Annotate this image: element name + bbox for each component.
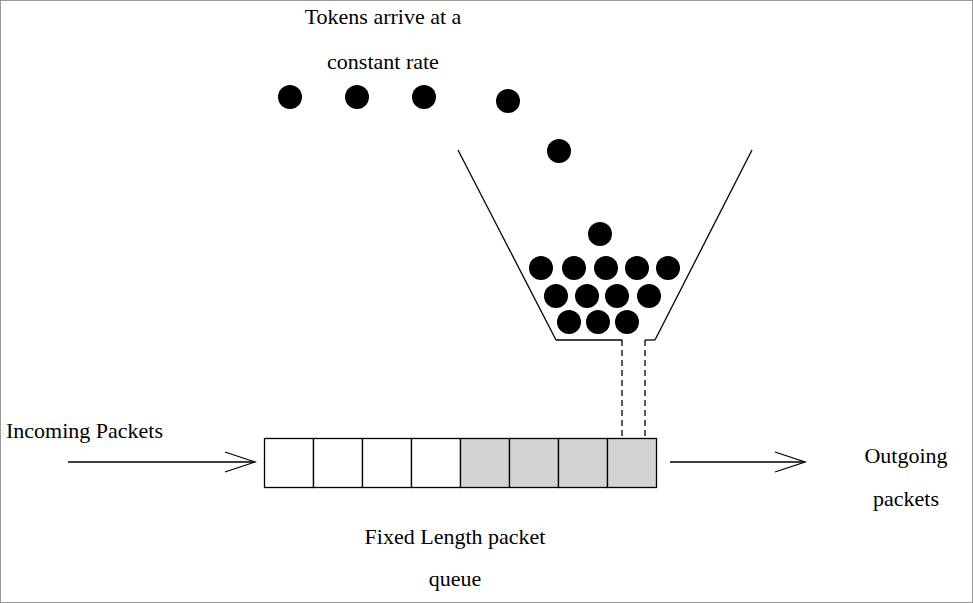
falling-tokens [278, 85, 571, 163]
queue-cell [265, 439, 314, 488]
queue-cell [363, 439, 412, 488]
token [345, 85, 369, 109]
token [656, 256, 680, 280]
token [529, 256, 553, 280]
token [544, 284, 568, 308]
token [588, 222, 612, 246]
token [615, 310, 639, 334]
queue-cell [314, 439, 363, 488]
token [547, 139, 571, 163]
flow-arrows [68, 452, 805, 472]
token [605, 284, 629, 308]
token [586, 310, 610, 334]
queue-cell [510, 439, 559, 488]
token [496, 89, 520, 113]
token [637, 284, 661, 308]
token [278, 85, 302, 109]
input-label: Incoming Packets [6, 416, 226, 446]
queue-cell [608, 439, 657, 488]
queue-cell [461, 439, 510, 488]
bucket-tokens [529, 222, 680, 334]
token [594, 256, 618, 280]
token [412, 85, 436, 109]
queue-cell [559, 439, 608, 488]
queue-cell [412, 439, 461, 488]
token [562, 256, 586, 280]
bucket [458, 150, 752, 438]
packet-queue [265, 439, 657, 488]
token [557, 310, 581, 334]
queue-label: Fixed Length packet queue [360, 516, 550, 600]
token [575, 284, 599, 308]
output-label: Outgoing packets [844, 434, 968, 520]
token-arrival-label: Tokens arrive at a constant rate [270, 0, 496, 84]
token [625, 256, 649, 280]
